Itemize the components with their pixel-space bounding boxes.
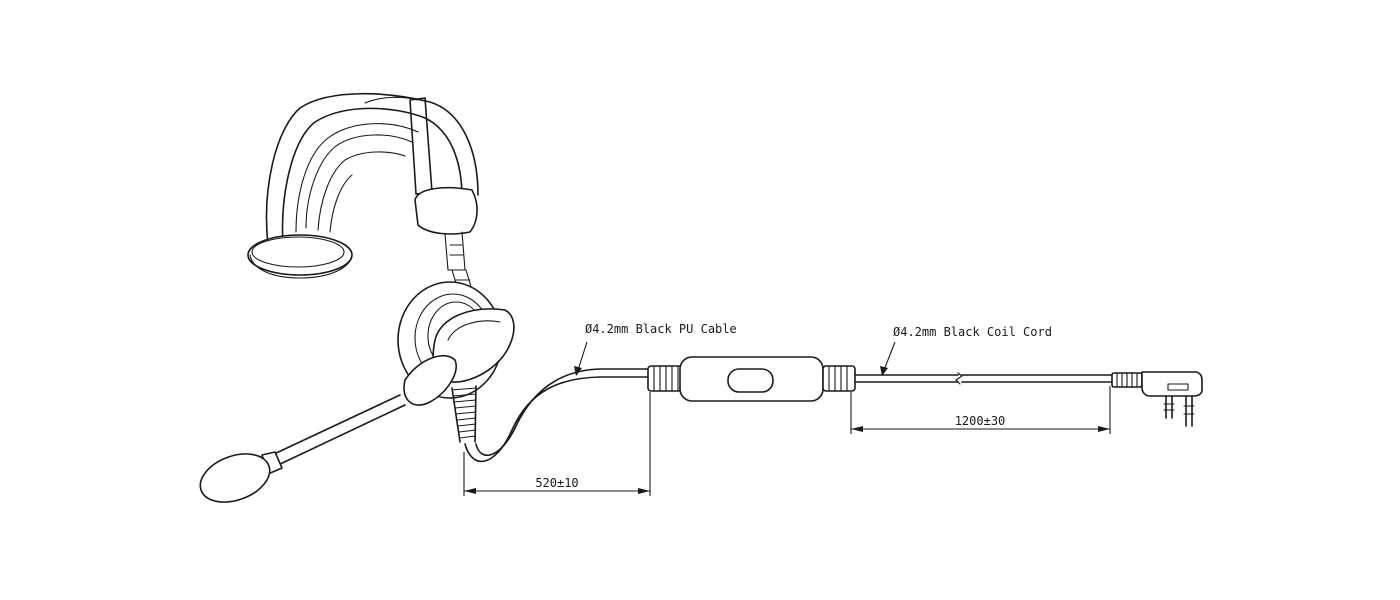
pu-cable-leader bbox=[574, 341, 588, 376]
pu-cable-callout: Ø4.2mm Black PU Cable bbox=[585, 322, 737, 336]
headband bbox=[265, 92, 479, 246]
back-pad bbox=[247, 234, 353, 279]
inline-control-box bbox=[647, 356, 856, 402]
coil-cord-callout: Ø4.2mm Black Coil Cord bbox=[893, 325, 1052, 339]
boom-microphone bbox=[199, 355, 457, 503]
pu-cable-length-label: 520±10 bbox=[535, 476, 578, 490]
pu-cable bbox=[464, 368, 653, 463]
connector-plug bbox=[1111, 371, 1203, 427]
slider-block bbox=[414, 186, 478, 291]
coil-cord-length-label: 1200±30 bbox=[955, 414, 1006, 428]
coil-cord bbox=[854, 372, 1113, 385]
dimension-coil-cord bbox=[850, 386, 1111, 434]
dimension-pu-cable bbox=[463, 392, 651, 496]
strain-relief bbox=[451, 385, 477, 443]
coil-cord-leader bbox=[880, 341, 896, 376]
